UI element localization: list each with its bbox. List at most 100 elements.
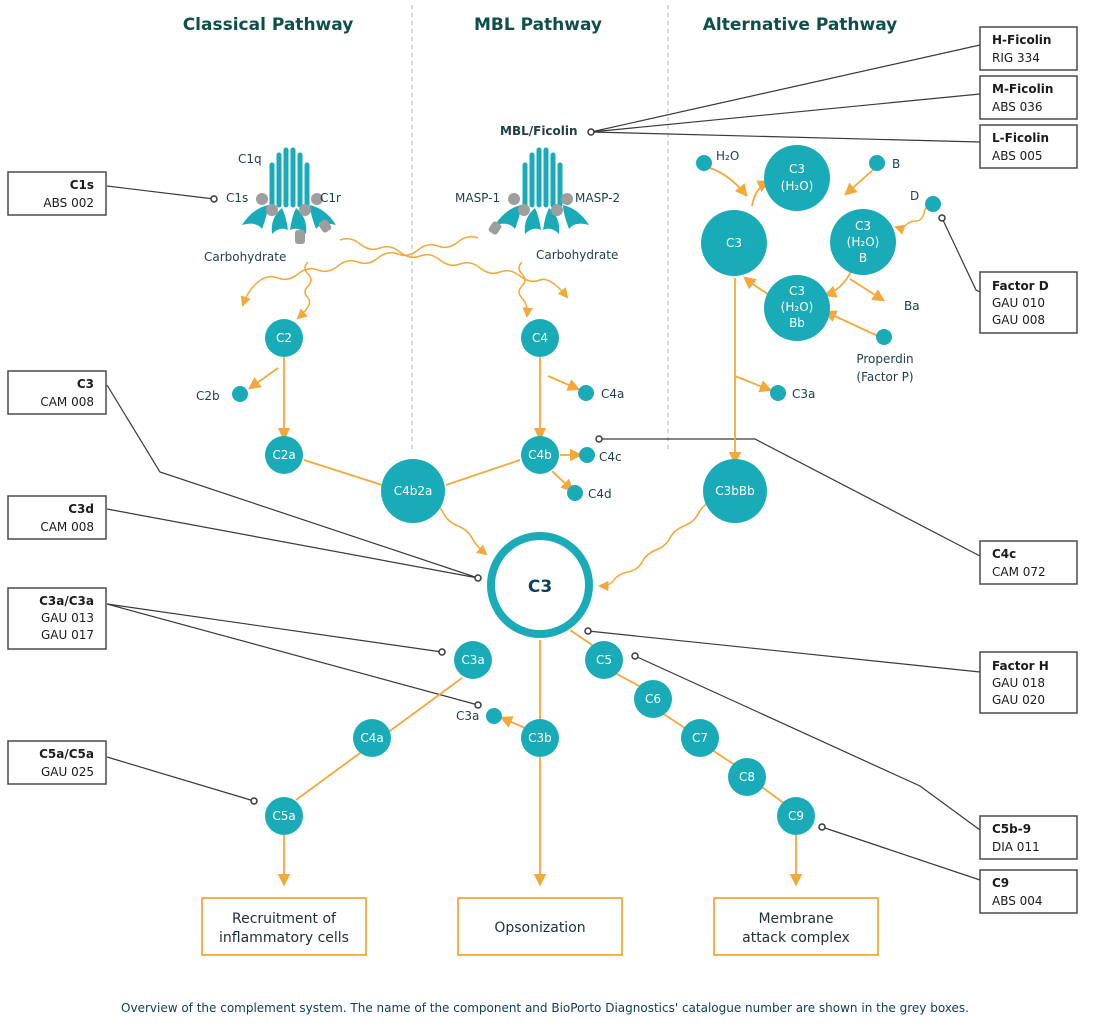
svg-text:RIG 334: RIG 334 [992, 51, 1040, 65]
svg-text:C8: C8 [739, 770, 755, 784]
svg-text:GAU 018: GAU 018 [992, 676, 1045, 690]
c1-complex-icon [242, 147, 336, 244]
svg-text:C5b-9: C5b-9 [992, 822, 1031, 836]
svg-text:C9: C9 [992, 876, 1009, 890]
svg-text:Opsonization: Opsonization [494, 920, 585, 936]
svg-text:C6: C6 [645, 692, 661, 706]
catalogue-box-l-ficolin: L-Ficolin ABS 005 [979, 124, 1078, 169]
node-c8: C8 [728, 758, 766, 796]
figure-caption: Overview of the complement system. The n… [121, 1001, 969, 1015]
svg-text:C3: C3 [726, 236, 742, 250]
masp2-label: MASP-2 [575, 191, 620, 205]
svg-text:DIA 011: DIA 011 [992, 840, 1040, 854]
catalogue-box-c3d: C3d CAM 008 [7, 495, 107, 540]
connector-lines [106, 44, 981, 881]
svg-text:GAU 020: GAU 020 [992, 693, 1045, 707]
svg-text:C3bBb: C3bBb [715, 484, 754, 498]
svg-text:C5: C5 [596, 653, 612, 667]
svg-text:C3: C3 [77, 377, 94, 391]
catalogue-box-c5a: C5a/C5a GAU 025 [7, 740, 107, 785]
node-c2a: C2a [265, 436, 303, 474]
svg-text:C5a: C5a [272, 809, 295, 823]
node-c5a: C5a [265, 797, 303, 835]
svg-text:CAM 008: CAM 008 [40, 520, 94, 534]
node-c6: C6 [634, 680, 672, 718]
d-label: D [910, 189, 919, 203]
node-c3a: C3a [454, 641, 492, 679]
c4c-label: C4c [599, 450, 622, 464]
catalogue-box-c9: C9 ABS 004 [979, 869, 1078, 914]
classical-pathway-title: Classical Pathway [183, 15, 354, 35]
mbl-ficolin-label: MBL/Ficolin [500, 124, 578, 138]
carbohydrate-right-label: Carbohydrate [536, 248, 618, 262]
svg-text:Factor D: Factor D [992, 279, 1049, 293]
catalogue-box-c3: C3 CAM 008 [7, 370, 107, 415]
node-c3-h2o-bb: C3 (H₂O) Bb [764, 275, 830, 341]
node-c5: C5 [585, 641, 623, 679]
svg-text:L-Ficolin: L-Ficolin [992, 131, 1049, 145]
svg-text:C1s: C1s [70, 178, 94, 192]
catalogue-box-m-ficolin: M-Ficolin ABS 036 [979, 75, 1078, 120]
svg-text:C4b2a: C4b2a [394, 484, 433, 498]
ba-label: Ba [904, 299, 920, 313]
c3a-small-label: C3a [456, 709, 479, 723]
carbohydrate-left-label: Carbohydrate [204, 250, 286, 264]
svg-text:C4a: C4a [360, 731, 383, 745]
svg-text:C9: C9 [788, 809, 804, 823]
svg-text:ABS 002: ABS 002 [43, 196, 94, 210]
mbl-complex-icon [488, 147, 589, 235]
svg-text:C3a: C3a [461, 653, 484, 667]
outcome-membrane-attack-complex: Membrane attack complex [713, 897, 879, 956]
catalogue-box-c4c: C4c CAM 072 [979, 540, 1078, 585]
properdin-label: Properdin [856, 352, 913, 366]
node-c4b2a: C4b2a [381, 459, 445, 523]
catalogue-box-c1s: C1s ABS 002 [7, 171, 107, 216]
svg-text:ABS 004: ABS 004 [992, 894, 1043, 908]
wavy-arrows [240, 204, 933, 592]
outcome-opsonization: Opsonization [457, 897, 623, 956]
svg-text:(H₂O): (H₂O) [847, 235, 880, 249]
small-dots [232, 155, 941, 724]
svg-text:GAU 017: GAU 017 [41, 628, 94, 642]
svg-text:ABS 005: ABS 005 [992, 149, 1043, 163]
svg-text:C3d: C3d [68, 502, 94, 516]
svg-text:inflammatory cells: inflammatory cells [219, 930, 349, 946]
c4a-label: C4a [601, 387, 624, 401]
node-c7: C7 [681, 719, 719, 757]
svg-text:Bb: Bb [789, 316, 805, 330]
node-c3-h2o: C3 (H₂O) [764, 145, 830, 211]
svg-text:C5a/C5a: C5a/C5a [39, 747, 94, 761]
svg-text:M-Ficolin: M-Ficolin [992, 82, 1053, 96]
c1r-label: C1r [320, 191, 341, 205]
c4d-label: C4d [588, 487, 612, 501]
node-c4b: C4b [521, 436, 559, 474]
b-label: B [892, 157, 900, 171]
c1q-label: C1q [238, 152, 262, 166]
svg-text:C2a: C2a [272, 448, 295, 462]
svg-text:C2: C2 [276, 331, 292, 345]
svg-text:C3: C3 [855, 219, 871, 233]
catalogue-box-factor-d: Factor D GAU 010 GAU 008 [979, 271, 1078, 334]
svg-text:attack complex: attack complex [742, 930, 850, 946]
svg-text:C7: C7 [692, 731, 708, 745]
svg-text:C3: C3 [789, 162, 805, 176]
svg-text:C4c: C4c [992, 547, 1016, 561]
svg-text:GAU 008: GAU 008 [992, 313, 1045, 327]
svg-text:(H₂O): (H₂O) [781, 179, 814, 193]
node-c4a: C4a [353, 719, 391, 757]
node-c2: C2 [265, 319, 303, 357]
node-c9: C9 [777, 797, 815, 835]
svg-text:GAU 013: GAU 013 [41, 611, 94, 625]
node-c4: C4 [521, 319, 559, 357]
node-c3b: C3b [521, 719, 559, 757]
masp1-label: MASP-1 [455, 191, 500, 205]
mbl-pathway-title: MBL Pathway [474, 15, 602, 35]
connector-dots [210, 128, 946, 831]
svg-text:C3: C3 [528, 577, 552, 597]
c2b-label: C2b [196, 389, 220, 403]
catalogue-box-c3a: C3a/C3a GAU 013 GAU 017 [7, 587, 107, 650]
svg-text:C3a/C3a: C3a/C3a [39, 594, 94, 608]
svg-text:C3b: C3b [528, 731, 552, 745]
outcome-recruitment: Recruitment of inflammatory cells [201, 897, 367, 956]
